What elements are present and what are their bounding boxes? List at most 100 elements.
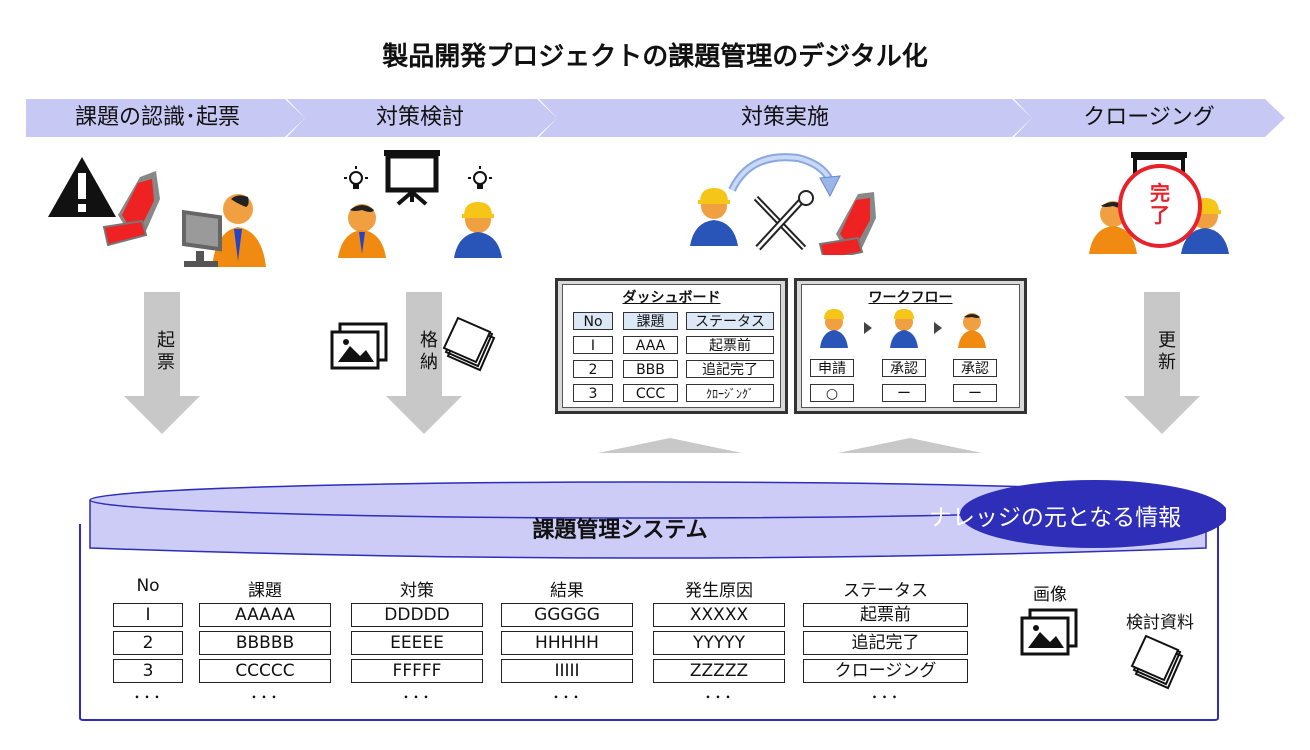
- dashboard-cell: AAA: [623, 336, 678, 354]
- dashboard-cell: CCC: [623, 384, 678, 402]
- dashboard-header: No: [573, 312, 613, 330]
- system-cell: XXXXX: [653, 603, 785, 627]
- system-header-status: ステータス: [843, 581, 928, 601]
- system-cell: DDDDD: [351, 603, 483, 627]
- system-cell: 2: [113, 631, 183, 655]
- dashboard-cell: Ⅰ: [573, 336, 613, 354]
- ellipsis: ･･･: [249, 688, 280, 707]
- system-cell: Ⅰ: [113, 603, 183, 627]
- engineer-icon: [890, 309, 918, 348]
- system-header-result: 結果: [550, 581, 584, 601]
- system-header-measure: 対策: [400, 581, 434, 601]
- done-seal-icon: [1118, 164, 1202, 248]
- lightbulb-icon: [468, 166, 492, 189]
- worker-icon: [958, 313, 986, 348]
- engineer-icon: [454, 202, 502, 258]
- system-cell: GGGGG: [501, 603, 633, 627]
- engineer-icon: [690, 188, 738, 246]
- system-cell: BBBBB: [199, 631, 331, 655]
- dashboard-header: 課題: [623, 312, 678, 330]
- phase1-illustration: [48, 157, 266, 267]
- phase-label-3: 対策実施: [740, 105, 829, 130]
- phase2-illustration: [338, 150, 502, 258]
- dashboard-title: ダッシュボード: [622, 290, 721, 306]
- system-cell: 起票前: [803, 603, 968, 627]
- workflow-people: [820, 309, 986, 348]
- car-seat-icon: [102, 171, 160, 247]
- cycle-arrow-icon: [728, 153, 841, 198]
- down-arrow-left: [124, 292, 200, 434]
- system-title: 課題管理システム: [532, 518, 708, 543]
- lightbulb-icon: [344, 166, 368, 189]
- dashboard-cell: ｸﾛｰｼﾞﾝｸﾞ: [686, 384, 774, 402]
- worker-icon: [338, 204, 386, 258]
- knowledge-badge: [960, 480, 1226, 548]
- phase3-illustration: [690, 153, 876, 255]
- car-seat-icon: [818, 192, 876, 255]
- dashboard-cell: 起票前: [686, 336, 774, 354]
- workflow-mark: ○: [810, 384, 854, 402]
- phase-chevron-4: [1014, 99, 1285, 137]
- system-cell: EEEEE: [351, 631, 483, 655]
- tools-icon: [753, 190, 814, 251]
- docs-label: 検討資料: [1126, 613, 1194, 633]
- system-cell: IIIII: [501, 659, 633, 683]
- phase-label-4: クロージング: [1083, 105, 1215, 130]
- system-header-no: No: [136, 576, 160, 596]
- phase-band: [26, 99, 1285, 137]
- ellipsis: ･･･: [132, 688, 163, 707]
- ellipsis: ･･･: [401, 688, 432, 707]
- workflow-mark: ー: [953, 384, 997, 402]
- phase-label-2: 対策検討: [375, 105, 464, 130]
- flow-arrow-icon: [864, 322, 872, 334]
- image-icon: [330, 322, 388, 370]
- system-cell: クロージング: [803, 659, 968, 683]
- phase-chevron-1: [26, 99, 305, 137]
- workflow-step: 承認: [882, 359, 926, 377]
- system-cell: YYYYY: [653, 631, 785, 655]
- workflow-step: 申請: [810, 359, 854, 377]
- phase-label-1: 課題の認識･起票: [74, 105, 240, 130]
- knowledge-badge-text: ナレッジの元となる情報: [928, 505, 1182, 531]
- documents-icon: [442, 316, 496, 372]
- workflow-step: 承認: [953, 359, 997, 377]
- workflow-title: ワークフロー: [868, 290, 953, 306]
- system-cell: AAAAA: [199, 603, 331, 627]
- system-header-issue: 課題: [248, 581, 282, 601]
- system-cell: CCCCC: [199, 659, 331, 683]
- engineer-icon: [820, 309, 848, 348]
- dashboard-cell: 3: [573, 384, 613, 402]
- ellipsis: ･･･: [703, 688, 734, 707]
- dashboard-cell: 追記完了: [686, 360, 774, 378]
- arrow-label-update: 更新: [1155, 330, 1176, 374]
- worker-at-pc-icon: [182, 194, 266, 267]
- down-arrow-store: [386, 292, 462, 434]
- image-label: 画像: [1033, 585, 1067, 605]
- arrow-label-issue: 起票: [154, 330, 175, 374]
- diagram-title: 製品開発プロジェクトの課題管理のデジタル化: [382, 42, 928, 72]
- dashboard-cell: BBB: [623, 360, 678, 378]
- system-header-cause: 発生原因: [685, 581, 753, 601]
- ellipsis: ･･･: [551, 688, 582, 707]
- ellipsis: ･･･: [870, 688, 901, 707]
- phase4-illustration: [1089, 152, 1229, 254]
- warning-icon: [48, 157, 116, 217]
- phase-chevron-3: [539, 99, 1032, 137]
- done-badge-text: 完了: [1150, 181, 1170, 227]
- system-cell: ZZZZZ: [653, 659, 785, 683]
- workflow-mark: ー: [882, 384, 926, 402]
- arrow-label-store: 格納: [417, 330, 438, 374]
- system-cell: FFFFF: [351, 659, 483, 683]
- flow-arrow-icon: [934, 322, 942, 334]
- monitor-up-arrows: [598, 438, 982, 453]
- system-cell: 3: [113, 659, 183, 683]
- documents-icon: [1130, 634, 1184, 690]
- image-icon: [1020, 608, 1078, 656]
- down-arrow-right: [1124, 292, 1200, 434]
- presentation-board-icon: [384, 150, 440, 206]
- dashboard-header: ステータス: [686, 312, 774, 330]
- phase-chevron-2: [287, 99, 557, 137]
- system-cell: 追記完了: [803, 631, 968, 655]
- system-cell: HHHHH: [501, 631, 633, 655]
- dashboard-cell: 2: [573, 360, 613, 378]
